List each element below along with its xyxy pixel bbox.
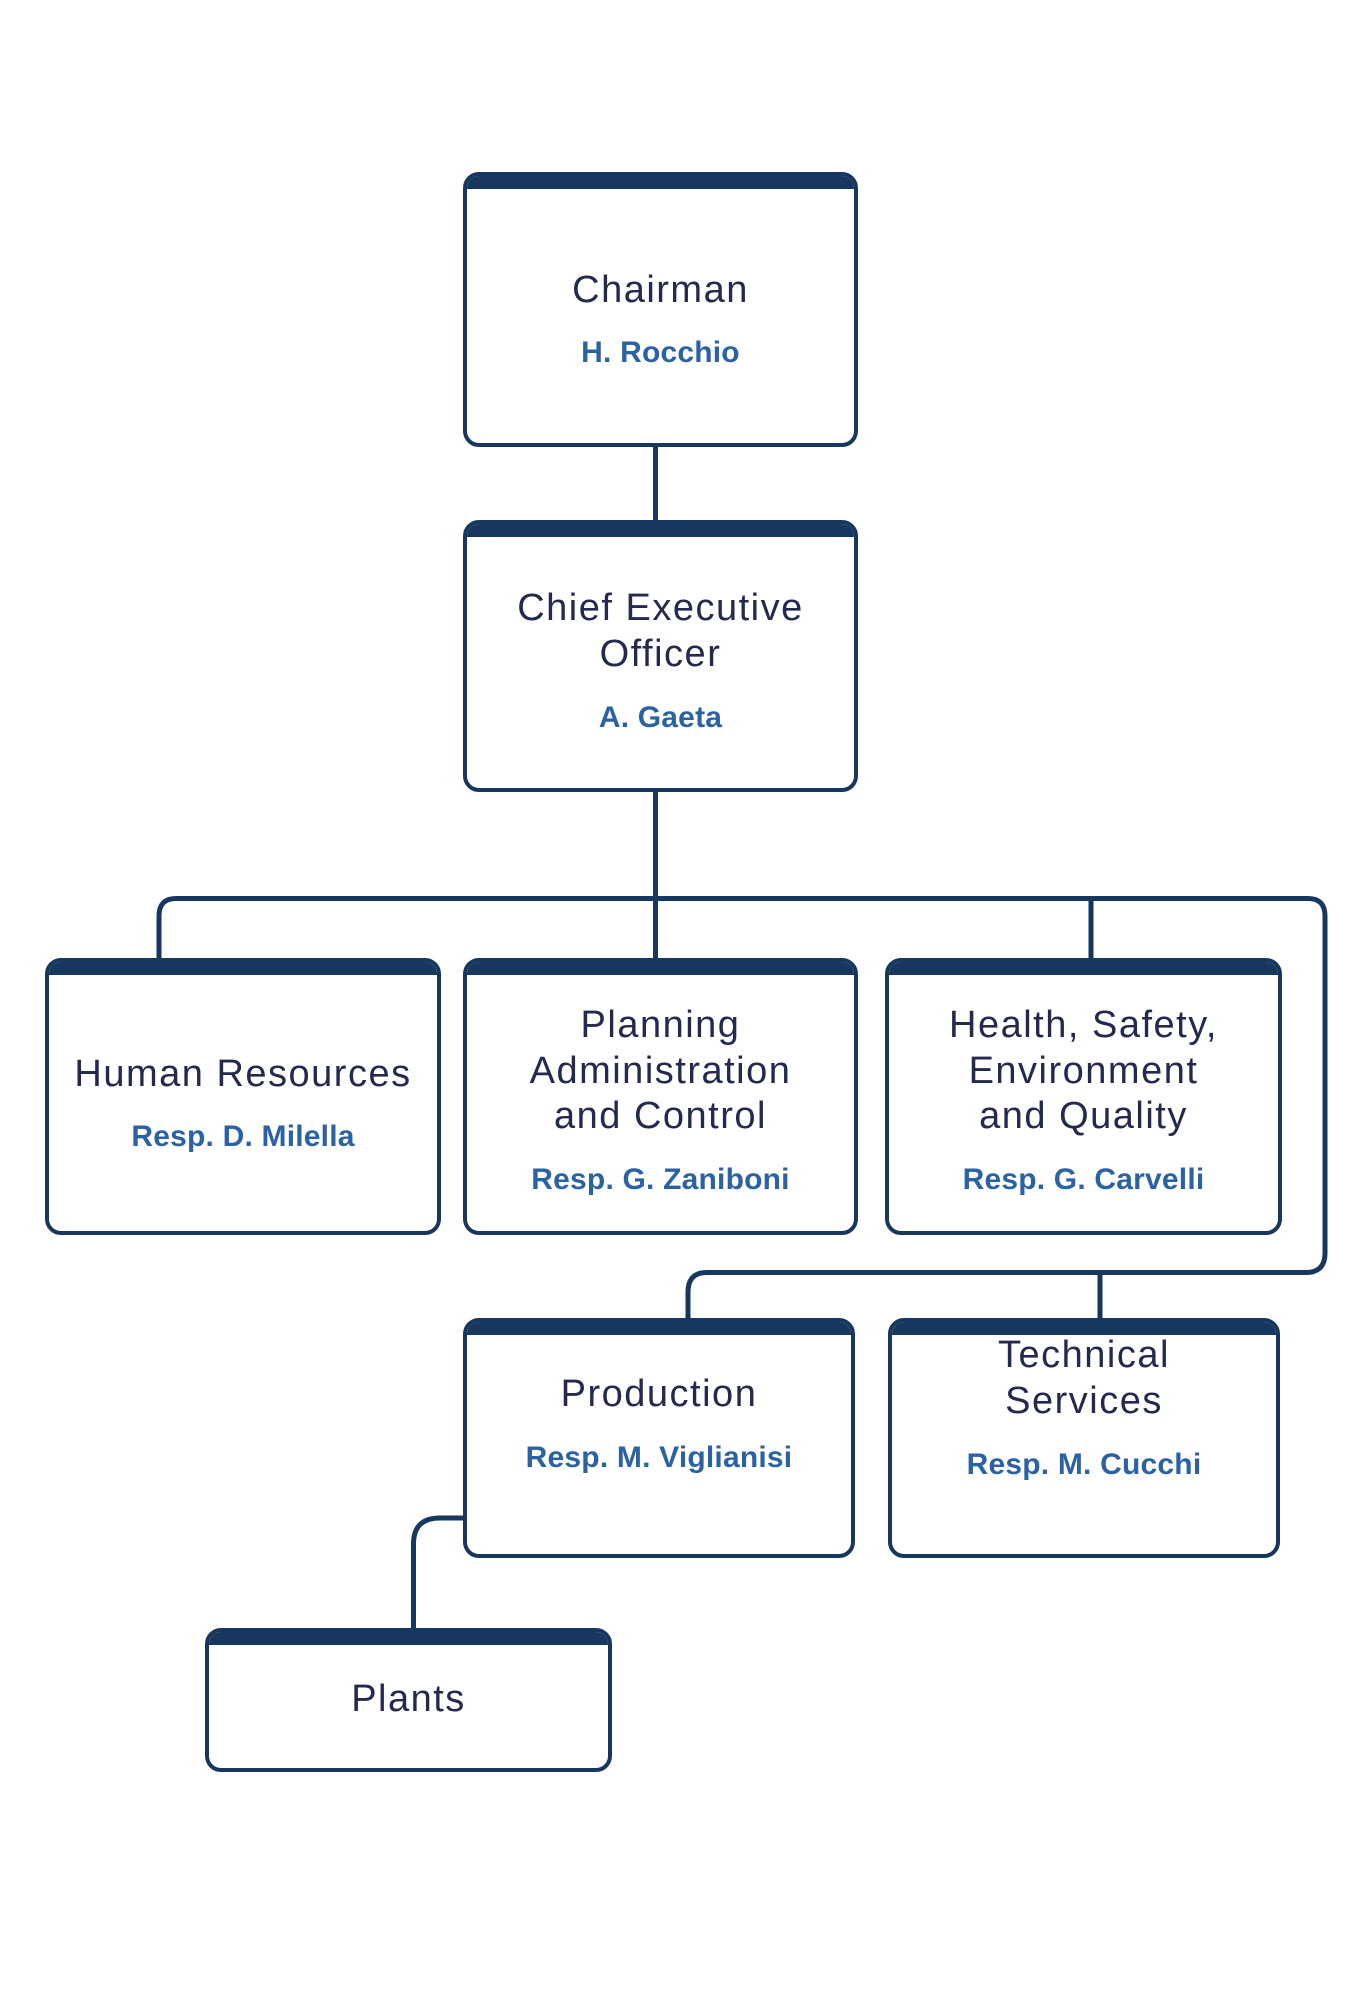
node-title: Production — [560, 1373, 758, 1416]
node-title: Human Resources — [74, 1052, 412, 1095]
node-header-bar — [467, 962, 854, 975]
node-person: Resp. G. Carvelli — [962, 1162, 1205, 1196]
node-header-bar — [889, 962, 1278, 975]
node-title: Health, Safety, Environment and Quality — [949, 1004, 1218, 1138]
org-node-health-safety-environment-quality: Health, Safety, Environment and Quality … — [885, 958, 1282, 1235]
node-header-bar — [467, 176, 854, 189]
org-node-ceo: Chief Executive Officer A. Gaeta — [463, 520, 858, 792]
org-node-technical-services: Technical Services Resp. M. Cucchi — [888, 1318, 1280, 1558]
node-header-bar — [49, 962, 437, 975]
node-header-bar — [467, 1322, 851, 1335]
node-person: Resp. M. Cucchi — [966, 1447, 1202, 1481]
node-person: Resp. D. Milella — [131, 1120, 355, 1154]
org-node-plants: Plants — [205, 1628, 612, 1772]
edge-production-plants — [411, 1515, 467, 1632]
node-person: A. Gaeta — [598, 700, 723, 734]
node-title: Chief Executive Officer — [517, 587, 804, 675]
node-person: Resp. M. Viglianisi — [525, 1440, 793, 1474]
node-title: Chairman — [572, 268, 749, 311]
node-header-bar — [892, 1322, 1276, 1335]
node-person: H. Rocchio — [581, 336, 740, 370]
node-header-bar — [209, 1632, 608, 1645]
node-header-bar — [467, 524, 854, 537]
org-node-production: Production Resp. M. Viglianisi — [463, 1318, 855, 1558]
org-node-planning-administration-control: Planning Administration and Control Resp… — [463, 958, 858, 1235]
node-person: Resp. G. Zaniboni — [531, 1162, 790, 1196]
node-title: Planning Administration and Control — [529, 1004, 792, 1138]
node-title: Technical Services — [998, 1334, 1170, 1422]
node-title: Plants — [351, 1678, 466, 1721]
org-node-human-resources: Human Resources Resp. D. Milella — [45, 958, 441, 1235]
edge-bus — [156, 896, 1328, 1322]
org-node-chairman: Chairman H. Rocchio — [463, 172, 858, 447]
